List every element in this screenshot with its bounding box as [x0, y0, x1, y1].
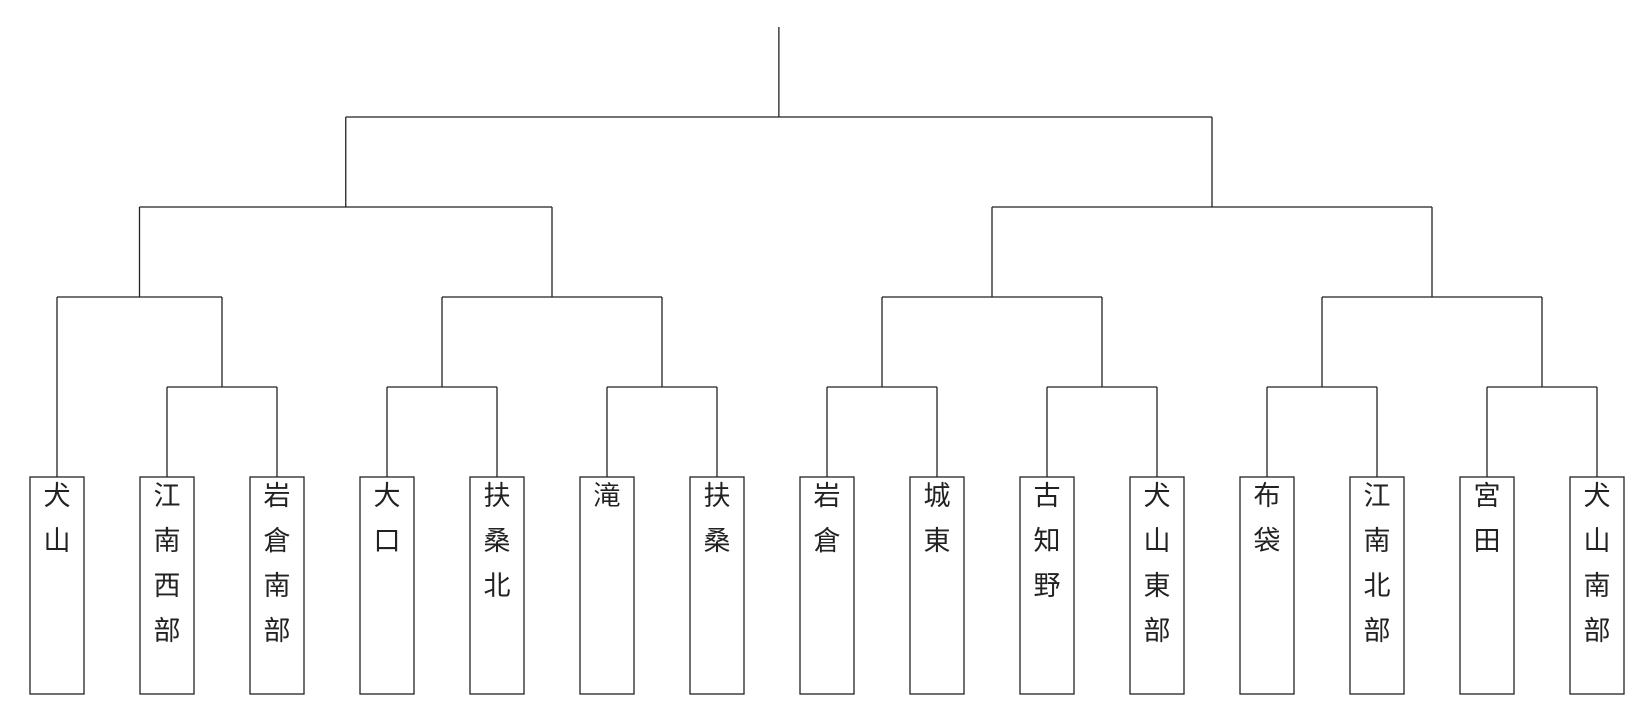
team-box	[1239, 476, 1295, 695]
team-name: 犬 山 南 部	[1583, 481, 1611, 647]
team-box	[689, 476, 745, 695]
team-name: 江 南 北 部	[1363, 481, 1391, 647]
team-name: 宮 田	[1473, 481, 1501, 557]
team-box	[249, 476, 305, 695]
team-box	[1569, 476, 1625, 695]
team-box	[1019, 476, 1075, 695]
team-name: 江 南 西 部	[153, 481, 181, 647]
team-box	[799, 476, 855, 695]
team-name: 犬 山	[43, 481, 71, 557]
team-box	[1129, 476, 1185, 695]
team-name: 城 東	[923, 481, 951, 557]
team-name: 大 口	[373, 481, 401, 557]
team-box	[909, 476, 965, 695]
team-name: 扶 桑 北	[483, 481, 511, 602]
team-name: 犬 山 東 部	[1143, 481, 1171, 647]
team-box	[579, 476, 635, 695]
team-name: 布 袋	[1253, 481, 1281, 557]
team-box	[139, 476, 195, 695]
team-name: 古 知 野	[1033, 481, 1061, 602]
team-box	[1349, 476, 1405, 695]
team-name: 滝	[593, 481, 621, 512]
team-box	[359, 476, 415, 695]
team-name: 扶 桑	[703, 481, 731, 557]
team-box	[29, 476, 85, 695]
team-box	[469, 476, 525, 695]
team-name: 岩 倉	[813, 481, 841, 557]
team-box	[1459, 476, 1515, 695]
team-name: 岩 倉 南 部	[263, 481, 291, 647]
